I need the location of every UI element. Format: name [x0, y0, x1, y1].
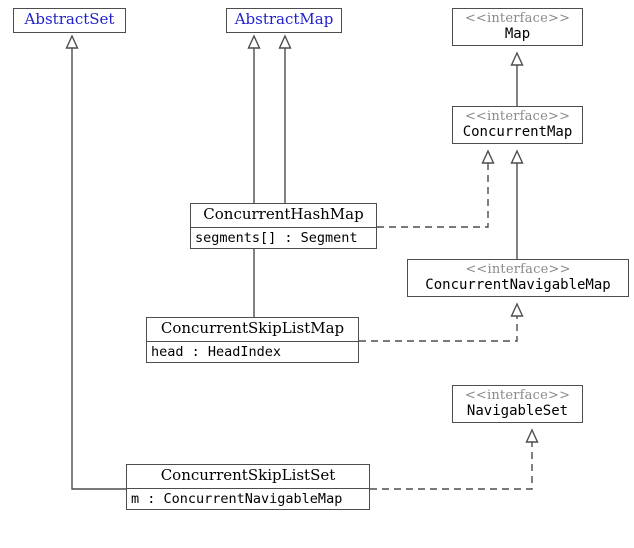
class-box-concurrent-hash-map[interactable]: ConcurrentHashMap segments[] : Segment — [190, 203, 377, 249]
class-name-abstract-set: AbstractSet — [24, 10, 115, 28]
interface-box-map[interactable]: <<interface>> Map — [452, 8, 583, 47]
interface-box-concurrent-map[interactable]: <<interface>> ConcurrentMap — [452, 106, 583, 145]
class-name-concurrent-skip-list-set: ConcurrentSkipListSet — [160, 466, 336, 484]
edge-skiplistmap-implements-navigablemap — [359, 302, 524, 342]
stereotype-label-concurrent-navigable-map: <<interface>> — [465, 262, 571, 277]
interface-name-concurrent-navigable-map: ConcurrentNavigableMap — [425, 276, 611, 293]
edge-skiplistmap-extends-abstractmap — [247, 34, 261, 317]
interface-name-map: Map — [504, 25, 531, 42]
edge-concurrentmap-extends-map — [510, 51, 524, 106]
class-name-abstract-map: AbstractMap — [234, 10, 334, 28]
stereotype-label-navigable-set: <<interface>> — [464, 388, 571, 403]
class-name-concurrent-skip-list-map: ConcurrentSkipListMap — [160, 319, 345, 337]
class-box-abstract-map[interactable]: AbstractMap — [226, 8, 342, 33]
interface-box-navigable-set[interactable]: <<interface>> NavigableSet — [452, 385, 583, 424]
edge-skiplistset-extends-abstractset — [65, 34, 126, 490]
interface-name-concurrent-map: ConcurrentMap — [462, 123, 573, 140]
class-box-abstract-set[interactable]: AbstractSet — [13, 8, 126, 33]
edge-concurrenthashmap-implements-concurrentmap — [377, 149, 495, 228]
class-name-concurrent-hash-map: ConcurrentHashMap — [203, 205, 364, 223]
stereotype-label-map: <<interface>> — [464, 11, 571, 26]
edge-skiplistset-implements-navigableset — [370, 428, 539, 490]
stereotype-label-concurrent-map: <<interface>> — [464, 109, 571, 124]
class-attribute-concurrent-hash-map: segments[] : Segment — [191, 226, 376, 248]
interface-box-concurrent-navigable-map[interactable]: <<interface>> ConcurrentNavigableMap — [407, 259, 629, 298]
edge-navigablemap-extends-concurrentmap — [510, 149, 524, 259]
interface-name-navigable-set: NavigableSet — [466, 402, 569, 419]
edge-concurrenthashmap-extends-abstractmap — [278, 34, 292, 203]
class-box-concurrent-skip-list-set[interactable]: ConcurrentSkipListSet m : ConcurrentNavi… — [126, 464, 370, 510]
class-attribute-concurrent-skip-list-map: head : HeadIndex — [147, 340, 358, 362]
class-attribute-concurrent-skip-list-set: m : ConcurrentNavigableMap — [127, 487, 369, 509]
class-box-concurrent-skip-list-map[interactable]: ConcurrentSkipListMap head : HeadIndex — [146, 317, 359, 363]
